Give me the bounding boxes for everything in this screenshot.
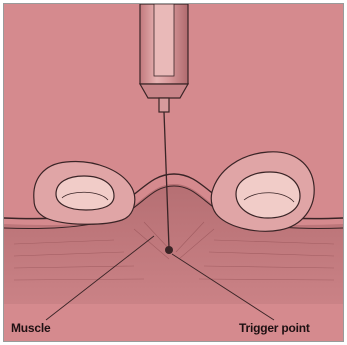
illustration-frame: Muscle Trigger point xyxy=(3,3,344,342)
muscle-label: Muscle xyxy=(11,321,50,335)
trigger-point-mark xyxy=(165,246,173,254)
trigger-point-label: Trigger point xyxy=(239,321,310,335)
trigger-point-injection-illustration xyxy=(4,4,343,341)
